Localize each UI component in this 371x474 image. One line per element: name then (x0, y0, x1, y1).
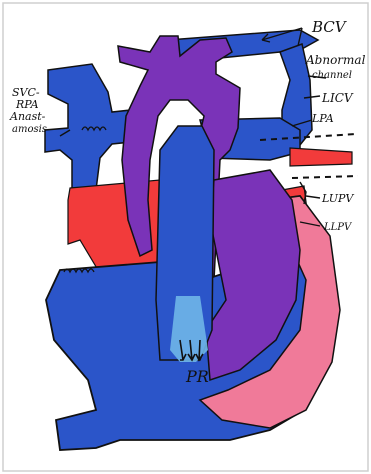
label-bcv: BCV (311, 18, 348, 36)
label-abnormal: Abnormal (305, 53, 366, 67)
label-amosis: amosis (12, 124, 47, 135)
label-lupv: LUPV (321, 192, 354, 205)
label-licv: LICV (321, 91, 354, 105)
label-pr: PR (185, 367, 209, 386)
label-lpa: LPA (311, 112, 334, 125)
label-llpv: LLPV (323, 222, 353, 233)
label-channel: channel (312, 70, 352, 81)
label-anast: Anast- (9, 110, 46, 123)
